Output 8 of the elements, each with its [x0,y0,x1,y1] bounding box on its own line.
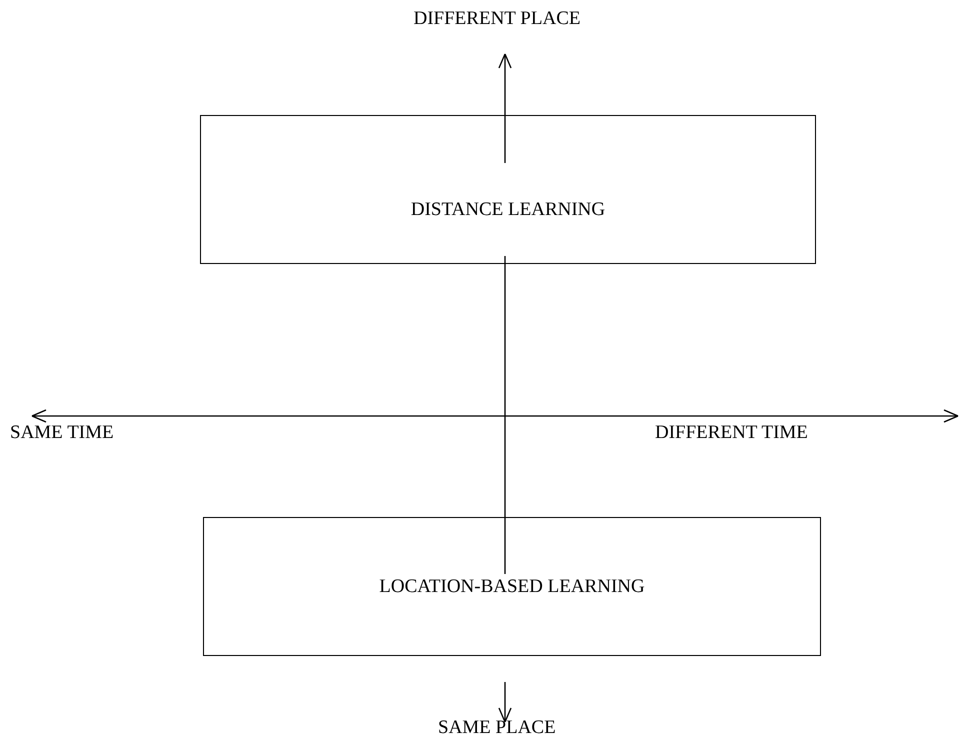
axis-label: SAME PLACE [438,717,556,739]
axis-label: DIFFERENT TIME [655,422,808,444]
box-label: DISTANCE LEARNING [410,199,606,221]
axis-label: DIFFERENT PLACE [414,8,580,30]
category-box [200,115,816,264]
box-label: LOCATION-BASED LEARNING [378,576,646,598]
axis-label: SAME TIME [10,422,114,444]
category-box [203,517,821,656]
